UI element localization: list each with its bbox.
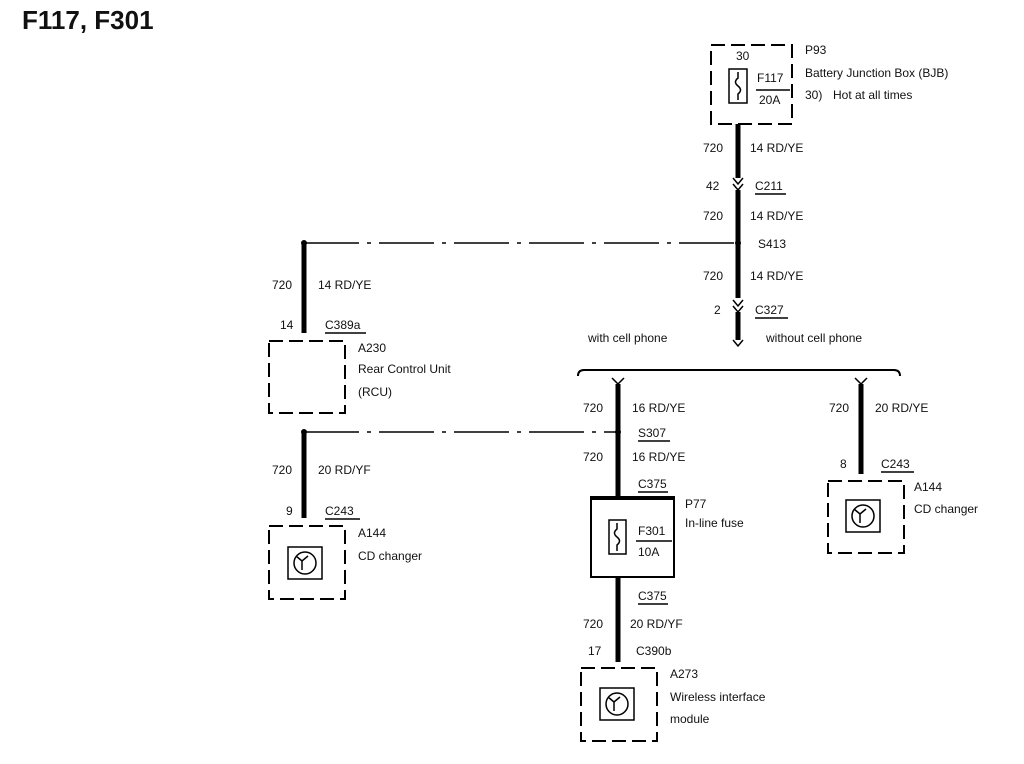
mid-seg1-wire: 16 RD/YE — [632, 401, 685, 415]
cd-disc-icon — [293, 551, 317, 575]
splice-s307-dot — [615, 429, 621, 435]
wim-name: Wireless interface — [670, 690, 766, 704]
main-seg3-circuit: 720 — [703, 269, 723, 283]
main-seg2-circuit: 720 — [703, 209, 723, 223]
bjb-id: P93 — [805, 43, 827, 57]
c327-label: C327 — [755, 303, 784, 317]
mid-seg1-circuit: 720 — [583, 401, 603, 415]
bjb-name: Battery Junction Box (BJB) — [805, 66, 948, 80]
inline-fuse-box — [590, 496, 675, 578]
fuse-f117-symbol — [728, 68, 748, 104]
fuse-element-icon — [734, 72, 742, 100]
middle-branch: 720 16 RD/YE S307 720 16 RD/YE C375 F301… — [580, 377, 766, 742]
fuse-f117-label: F117 — [757, 71, 784, 85]
main-seg1-wire: 14 RD/YE — [750, 141, 803, 155]
left-cd-id: A144 — [358, 526, 386, 540]
rcu-name: Rear Control Unit — [358, 362, 451, 376]
rcu-connector: C389a — [325, 318, 361, 332]
right-cd-branch: 720 20 RD/YE 8 C243 A144 CD changer — [827, 377, 978, 554]
s307-label: S307 — [638, 426, 666, 440]
c375-bottom-label: C375 — [638, 589, 667, 603]
splice-s413-dot — [735, 240, 741, 246]
right-cd-id: A144 — [914, 480, 942, 494]
rcu-component-box — [268, 340, 346, 414]
module-disc-icon — [605, 692, 629, 716]
right-cd-pin: 8 — [840, 457, 847, 471]
wim-connector: C390b — [636, 644, 672, 658]
fuse-f301-amp: 10A — [638, 545, 659, 559]
wim-pin: 17 — [588, 644, 602, 658]
c327-pin: 2 — [714, 303, 721, 317]
left-cd-branch: 720 20 RD/YF 9 C243 A144 CD changer — [268, 429, 422, 600]
rcu-wire: 14 RD/YE — [318, 278, 371, 292]
mid-seg3-wire: 20 RD/YF — [630, 617, 683, 631]
right-cd-circuit: 720 — [829, 401, 849, 415]
option-without-cell-phone: without cell phone — [765, 331, 862, 345]
main-seg3-wire: 14 RD/YE — [750, 269, 803, 283]
page-title: F117, F301 — [22, 5, 154, 35]
left-cd-name: CD changer — [358, 549, 422, 563]
left-cd-circuit: 720 — [272, 463, 292, 477]
bjb-pin: 30 — [736, 49, 750, 63]
c211-pin: 42 — [706, 179, 720, 193]
right-cd-wire: 20 RD/YE — [875, 401, 928, 415]
option-bus: with cell phone without cell phone — [577, 331, 901, 377]
left-cd-pin: 9 — [286, 504, 293, 518]
left-cd-wire: 20 RD/YF — [318, 463, 371, 477]
bjb-circuit: 30) — [805, 88, 822, 102]
rcu-branch: 720 14 RD/YE 14 C389a A230 Rear Control … — [268, 240, 451, 414]
mid-seg2-wire: 16 RD/YE — [632, 450, 685, 464]
left-cd-component-box — [268, 525, 346, 600]
rcu-circuit: 720 — [272, 278, 292, 292]
wireless-module-box — [580, 667, 658, 742]
right-cd-component-box — [827, 480, 905, 554]
s413-label: S413 — [758, 237, 786, 251]
left-cd-connector: C243 — [325, 504, 354, 518]
fuse-f117-amp: 20A — [759, 93, 780, 107]
mid-seg2-circuit: 720 — [583, 450, 603, 464]
bjb-note: Hot at all times — [833, 88, 912, 102]
wim-name-line2: module — [670, 712, 710, 726]
c375-top-label: C375 — [638, 477, 667, 491]
right-cd-name: CD changer — [914, 502, 978, 516]
mid-seg3-circuit: 720 — [583, 617, 603, 631]
main-seg2-wire: 14 RD/YE — [750, 209, 803, 223]
inline-fuse-name: In-line fuse — [685, 516, 744, 530]
rcu-pin: 14 — [280, 318, 294, 332]
connector-c327-symbol — [732, 299, 744, 314]
connector-c211-symbol — [732, 177, 744, 192]
main-feed-wire: 720 14 RD/YE 42 C211 720 14 RD/YE S413 7… — [703, 124, 803, 348]
option-with-cell-phone: with cell phone — [587, 331, 668, 345]
main-seg1-circuit: 720 — [703, 141, 723, 155]
inline-fuse-id: P77 — [685, 497, 707, 511]
c211-label: C211 — [755, 179, 783, 193]
battery-junction-box: 30 F117 20A P93 Battery Junction Box (BJ… — [710, 43, 948, 125]
right-cd-connector: C243 — [881, 457, 910, 471]
wim-id: A273 — [670, 667, 698, 681]
fuse-element-icon — [613, 523, 621, 551]
cd-disc-icon — [851, 504, 875, 528]
rcu-id: A230 — [358, 341, 386, 355]
rcu-abbrev: (RCU) — [358, 385, 392, 399]
fuse-f301-label: F301 — [638, 524, 666, 538]
